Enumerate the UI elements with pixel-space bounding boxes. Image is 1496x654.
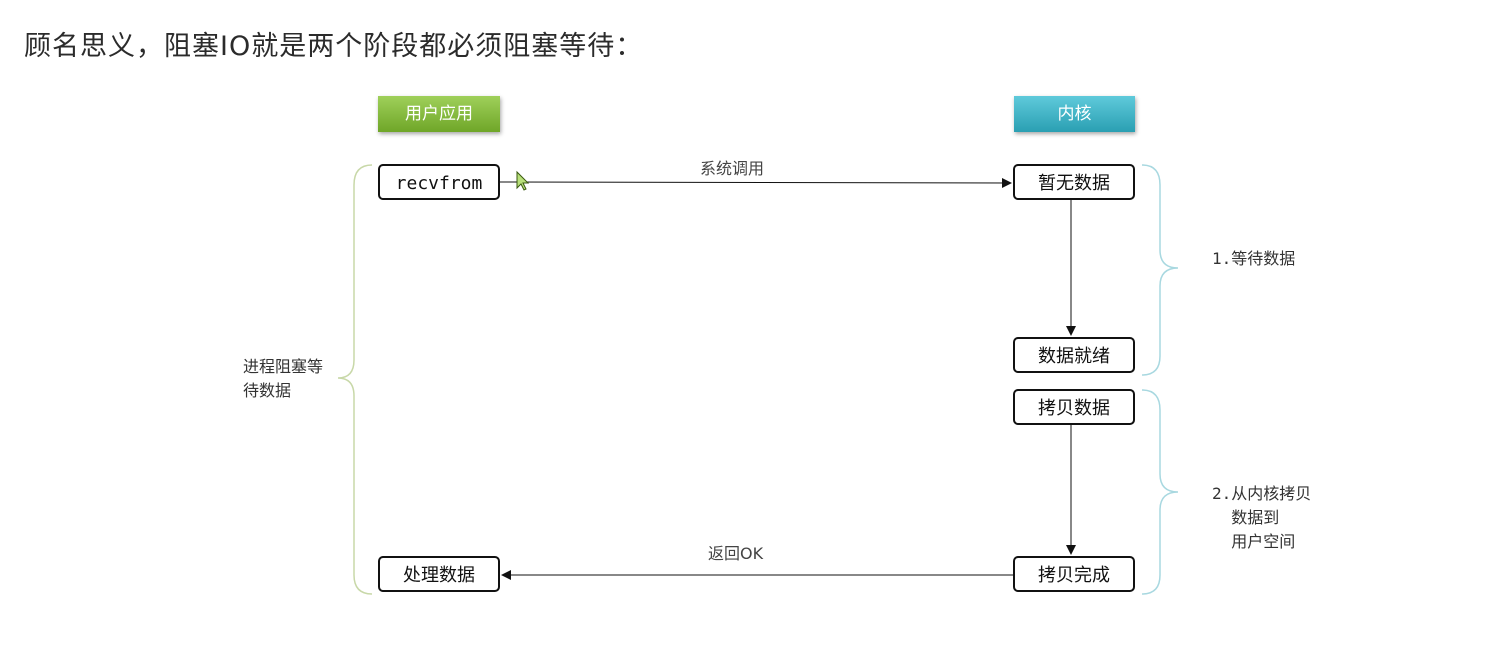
- no-data-node: 暂无数据: [1013, 164, 1135, 200]
- recvfrom-node: recvfrom: [378, 164, 500, 200]
- right-brace-phase1: [1141, 164, 1179, 376]
- blocked-waiting-label: 进程阻塞等待数据: [243, 357, 324, 400]
- user-app-header: 用户应用: [378, 96, 500, 132]
- phase2-label: 2.从内核拷贝 数据到 用户空间: [1212, 484, 1312, 551]
- cursor-icon: [516, 170, 530, 191]
- data-ready-node: 数据就绪: [1013, 337, 1135, 373]
- right-brace-phase2: [1141, 389, 1179, 595]
- page-heading: 顾名思义，阻塞IO就是两个阶段都必须阻塞等待：: [24, 31, 644, 62]
- phase1-label: 1.等待数据: [1212, 249, 1296, 268]
- syscall-arrow: [499, 177, 1012, 188]
- copy-done-node: 拷贝完成: [1013, 556, 1135, 592]
- return-ok-label: 返回OK: [708, 544, 764, 563]
- copy-data-node: 拷贝数据: [1013, 389, 1135, 425]
- kernel-header: 内核: [1014, 96, 1135, 132]
- syscall-label: 系统调用: [700, 159, 765, 178]
- left-brace: [337, 164, 373, 595]
- process-data-node: 处理数据: [378, 556, 500, 592]
